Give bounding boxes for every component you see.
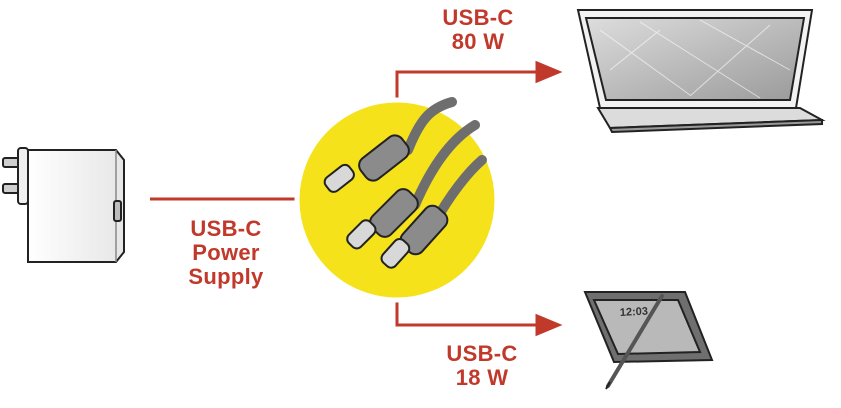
connector-lines: [150, 60, 563, 337]
output-connector-phone: [395, 302, 563, 337]
wall-charger-icon: [2, 147, 125, 263]
output-label-laptop: USB-C 80 W: [418, 6, 538, 54]
usb-c-y-cable-icon: [294, 97, 500, 303]
svg-text:12:03: 12:03: [620, 306, 649, 319]
laptop-icon: [576, 9, 826, 134]
output-label-laptop-line-1: USB-C: [442, 5, 514, 30]
input-label: USB-C Power Supply: [166, 217, 286, 288]
input-label-line-2: Power: [192, 239, 260, 265]
output-connector-laptop: [395, 60, 563, 98]
output-label-phone-line-2: 18 W: [455, 364, 509, 390]
input-label-line-3: Supply: [188, 263, 264, 289]
output-label-phone-line-1: USB-C: [446, 341, 518, 366]
input-label-line-1: USB-C: [190, 216, 262, 241]
output-label-phone: USB-C 18 W: [422, 342, 542, 390]
smartphone-with-stylus-icon: 12:03: [583, 291, 714, 390]
output-label-laptop-line-2: 80 W: [451, 28, 505, 54]
